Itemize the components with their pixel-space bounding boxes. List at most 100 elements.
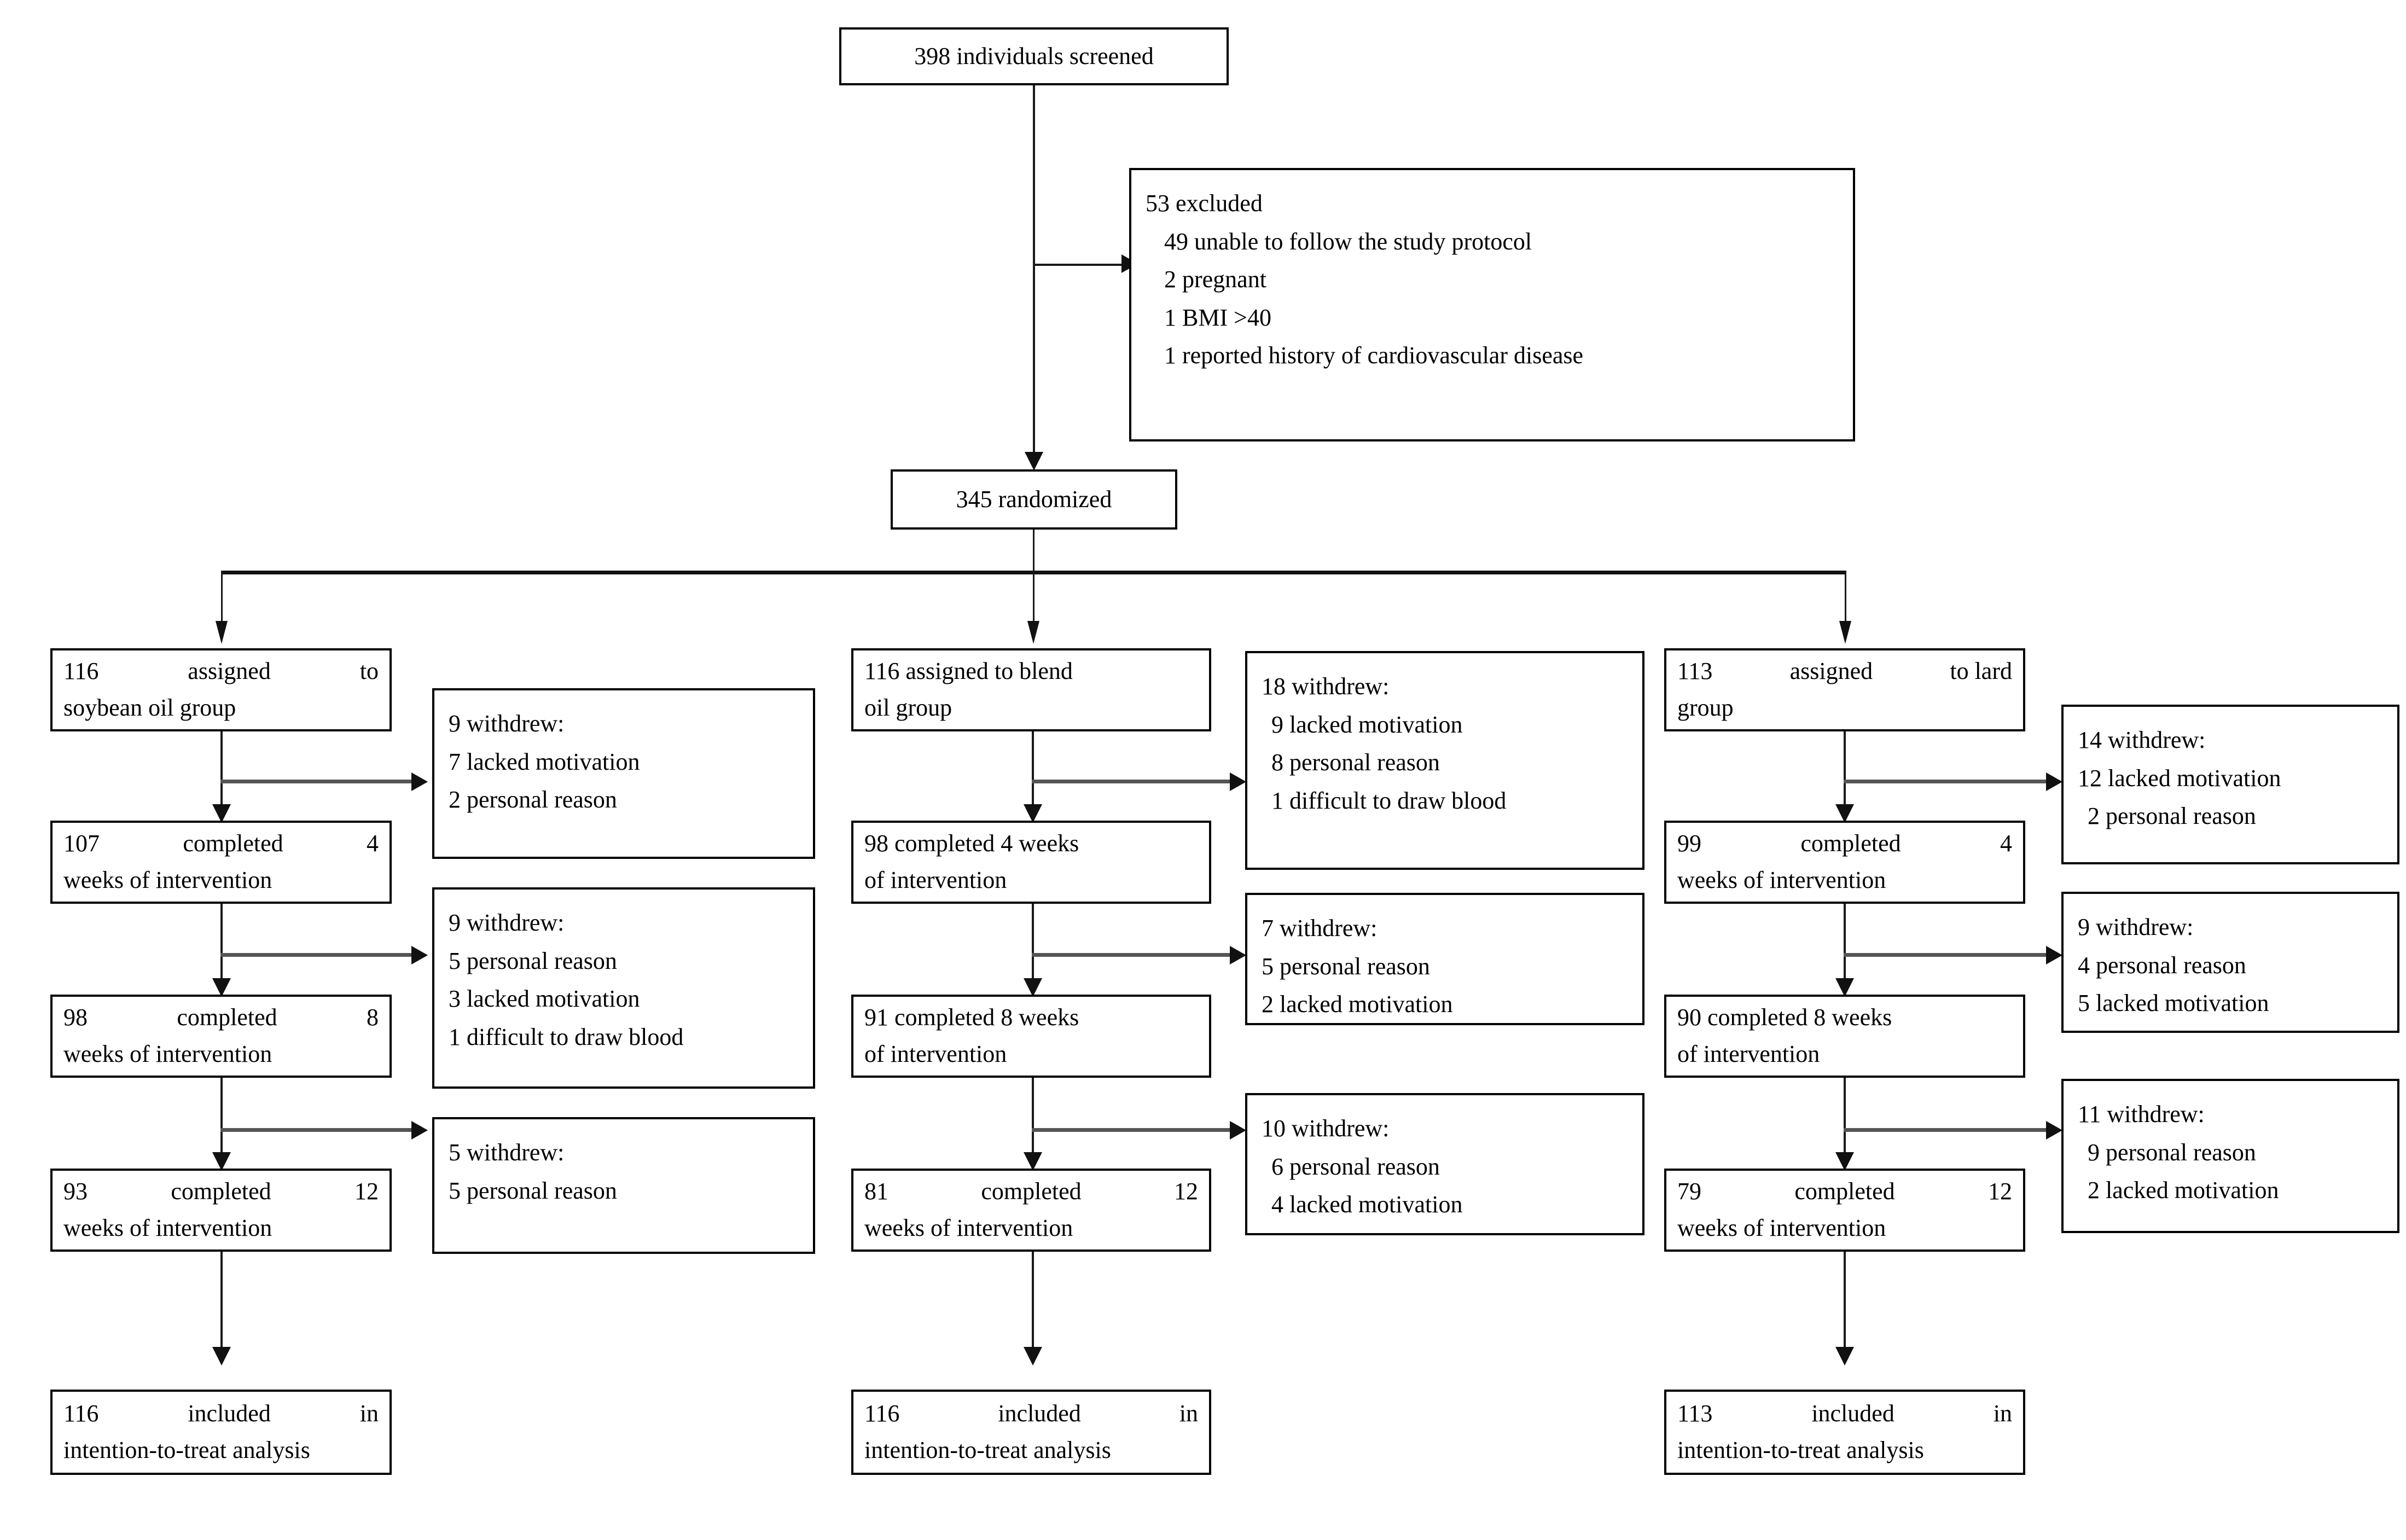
arm-1-withdrawal-2-reason-2: 3 lacked motivation [449, 985, 640, 1013]
arm-2-stage-1-line-1: 98 completed 4 weeks [864, 830, 1079, 857]
excluded-reason-2: 2 pregnant [1164, 266, 1266, 293]
arm-2-arrow-stage-2 [1024, 978, 1042, 997]
arm-1-assigned-verb: assigned [188, 658, 271, 685]
arm-1-withdrawal-2-reason-1: 5 personal reason [449, 947, 617, 974]
arm-1-arrow-stage-1 [212, 804, 231, 823]
arm-3-arrow-itt [1835, 1347, 1854, 1365]
arm-1-stage-2-verb: completed [177, 1004, 277, 1031]
arm-1-stage-1-verb: completed [183, 830, 283, 857]
arm-3-stage-3-count: 79 [1677, 1178, 1701, 1205]
arm-2-itt-box: 116 included in intention-to-treat analy… [851, 1390, 1211, 1475]
excluded-reason-1: 49 unable to follow the study protocol [1164, 228, 1532, 255]
arm-2-itt-line-1: 116 included in [864, 1396, 1198, 1432]
arm-2-stage-2-line-2: of intervention [864, 1041, 1007, 1067]
arm-2-connector-2 [1032, 904, 1034, 987]
arm-2-stage-3-box: 81 completed 12 weeks of intervention [851, 1169, 1211, 1252]
arm-1-withdraw-line-3 [220, 1128, 416, 1132]
arm-1-arrow-stage-2 [212, 978, 231, 997]
arm-2-stage-3-line-1: 81 completed 12 [864, 1173, 1198, 1210]
arm-1-connector-itt [220, 1252, 223, 1356]
arm-2-withdrawal-box-2: 7 withdrew: 5 personal reason 2 lacked m… [1245, 893, 1644, 1025]
arm-1-withdrawal-2-header: 9 withdrew: [449, 909, 565, 936]
randomized-box: 345 randomized [891, 469, 1177, 530]
arm-1-withdrawal-1-header: 9 withdrew: [449, 710, 565, 737]
arm-1-assigned-prep: to [359, 658, 379, 685]
arm-2-withdrawal-3-header: 10 withdrew: [1262, 1115, 1390, 1142]
arm-2-arrow-itt [1024, 1347, 1042, 1365]
connector-drop-arm-3 [1845, 571, 1846, 625]
arm-1-stage-3-verb: completed [171, 1178, 271, 1205]
arm-3-assigned-prep: to lard [1950, 658, 2012, 685]
arm-3-stage-1-box: 99 completed 4 weeks of intervention [1664, 821, 2025, 904]
arm-2-withdrawal-3-reason-1: 6 personal reason [1271, 1153, 1440, 1180]
arm-3-itt-box: 113 included in intention-to-treat analy… [1664, 1390, 2025, 1475]
arm-2-withdrawal-box-1: 18 withdrew: 9 lacked motivation 8 perso… [1245, 651, 1644, 870]
arm-2-arrow-stage-1 [1024, 804, 1042, 823]
randomized-label: 345 randomized [956, 485, 1112, 513]
arm-2-withdrawal-box-3: 10 withdrew: 6 personal reason 4 lacked … [1245, 1093, 1644, 1235]
arm-1-assigned-line-1: 116 assigned to [63, 653, 379, 690]
arm-3-withdrawal-1-reason-1: 12 lacked motivation [2078, 764, 2281, 792]
arm-2-stage-1-line-2: of intervention [864, 867, 1007, 893]
arm-3-stage-3-line-2: weeks of intervention [1677, 1214, 1886, 1241]
arm-1-itt-box: 116 included in intention-to-treat analy… [50, 1390, 392, 1475]
arm-3-assigned-count: 113 [1677, 658, 1713, 685]
connector-drop-arm-2 [1033, 571, 1035, 625]
arrow-to-arm-2 [1027, 621, 1039, 644]
arm-3-assigned-box: 113 assigned to lard group [1664, 648, 2025, 731]
arm-1-arrow-itt [212, 1347, 231, 1365]
arm-3-itt-prep: in [1993, 1400, 2012, 1427]
arm-1-stage-3-line-2: weeks of intervention [63, 1214, 272, 1241]
arm-1-assigned-box: 116 assigned to soybean oil group [50, 648, 392, 731]
arm-3-withdrawal-2-header: 9 withdrew: [2078, 914, 2194, 940]
arm-2-withdraw-arrow-3 [1230, 1121, 1246, 1140]
arm-3-withdraw-line-3 [1844, 1128, 2050, 1132]
arm-3-stage-2-line-2: of intervention [1677, 1041, 1820, 1067]
arm-3-withdrawal-3-header: 11 withdrew: [2078, 1101, 2205, 1128]
arm-3-stage-3-line-1: 79 completed 12 [1677, 1173, 2012, 1210]
arm-2-withdraw-line-1 [1032, 780, 1234, 783]
arm-1-stage-2-weeks: 8 [366, 1004, 379, 1031]
arrow-to-arm-1 [216, 621, 228, 644]
arm-2-assigned-line-2: oil group [864, 694, 952, 721]
arm-3-itt-line-2: intention-to-treat analysis [1677, 1437, 1924, 1463]
arm-2-itt-verb: included [998, 1400, 1081, 1427]
arm-1-withdrawal-3-reason-1: 5 personal reason [449, 1177, 617, 1204]
arm-1-withdraw-arrow-1 [411, 772, 428, 791]
arm-3-withdrawal-box-3: 11 withdrew: 9 personal reason 2 lacked … [2061, 1079, 2399, 1233]
arm-1-withdraw-line-1 [220, 780, 416, 783]
arm-3-stage-1-weeks: 4 [2000, 830, 2012, 857]
arm-3-connector-2 [1844, 904, 1846, 987]
arm-3-itt-verb: included [1811, 1400, 1894, 1427]
arm-1-withdrawal-box-3: 5 withdrew: 5 personal reason [432, 1117, 815, 1254]
excluded-reason-4: 1 reported history of cardiovascular dis… [1164, 342, 1584, 369]
arm-3-arrow-stage-1 [1835, 804, 1854, 823]
arm-3-withdrawal-3-reason-2: 2 lacked motivation [2088, 1177, 2279, 1204]
arm-2-connector-1 [1032, 731, 1034, 813]
arm-1-stage-2-line-1: 98 completed 8 [63, 999, 379, 1036]
arrow-to-randomized [1025, 452, 1043, 470]
arrow-to-arm-3 [1839, 621, 1851, 644]
arm-1-stage-1-line-1: 107 completed 4 [63, 826, 379, 862]
arm-1-stage-3-box: 93 completed 12 weeks of intervention [50, 1169, 392, 1252]
arm-1-assigned-line-2: soybean oil group [63, 694, 236, 721]
arm-2-stage-3-weeks: 12 [1173, 1178, 1198, 1205]
arm-2-withdraw-arrow-2 [1230, 946, 1246, 964]
arm-1-withdraw-line-2 [220, 953, 416, 957]
arm-2-withdraw-line-2 [1032, 953, 1234, 957]
arm-2-stage-3-verb: completed [981, 1178, 1082, 1205]
arm-3-stage-3-weeks: 12 [1987, 1178, 2012, 1205]
arm-2-withdrawal-1-header: 18 withdrew: [1262, 673, 1390, 700]
arm-3-withdrawal-3-reason-1: 9 personal reason [2088, 1138, 2256, 1166]
arm-1-stage-3-count: 93 [63, 1178, 88, 1205]
arm-3-arrow-stage-2 [1835, 978, 1854, 997]
arm-3-itt-count: 113 [1677, 1400, 1713, 1427]
arm-2-withdrawal-1-reason-3: 1 difficult to draw blood [1271, 787, 1507, 814]
arm-2-arrow-stage-3 [1024, 1152, 1042, 1171]
arm-3-withdraw-line-2 [1844, 953, 2050, 957]
arm-3-withdraw-arrow-3 [2046, 1121, 2062, 1140]
arm-2-withdrawal-2-reason-1: 5 personal reason [1262, 952, 1430, 980]
arm-1-itt-count: 116 [63, 1400, 99, 1427]
arm-3-assigned-verb: assigned [1789, 658, 1873, 685]
